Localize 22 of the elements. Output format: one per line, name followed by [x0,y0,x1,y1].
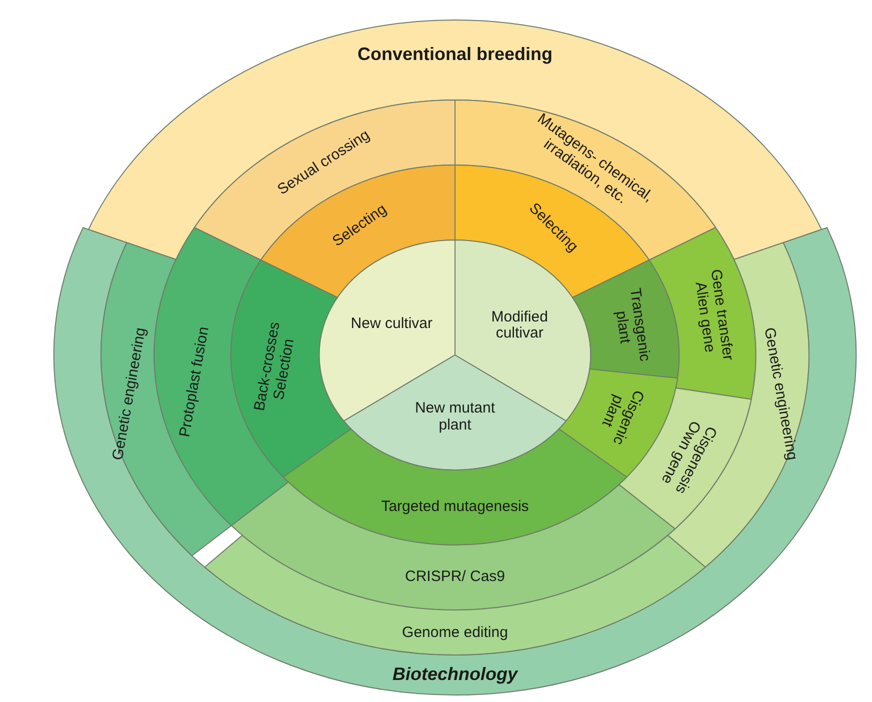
segment-label: Genetic engineering [760,326,800,462]
segment-label: Genetic engineering [110,326,150,462]
ring-segment [454,100,716,260]
segment-label: Modified cultivar [490,309,549,342]
segment-label: Transgenic plant [612,286,654,364]
ring-segment [230,260,352,478]
segment-label: Protoplast fusion [177,326,213,438]
ring-segment [648,227,756,400]
segment-label: New cultivar [350,316,432,332]
segment-label: Targeted mutagenesis [381,498,529,516]
segment-label: CRISPR/ Cas9 [404,568,506,586]
section-title: Biotechnology [392,665,518,685]
section-title: Conventional breeding [357,45,552,65]
segment-label: New mutant plant [414,400,496,434]
ring-segment [204,534,706,655]
pie-slice [343,354,567,470]
ring-segment [230,482,676,610]
ring-segment [100,242,232,556]
segment-label: Genome editing [402,624,508,642]
outer-ring-band [88,20,822,260]
ring-segment [572,260,680,379]
ring-segment [194,100,456,260]
